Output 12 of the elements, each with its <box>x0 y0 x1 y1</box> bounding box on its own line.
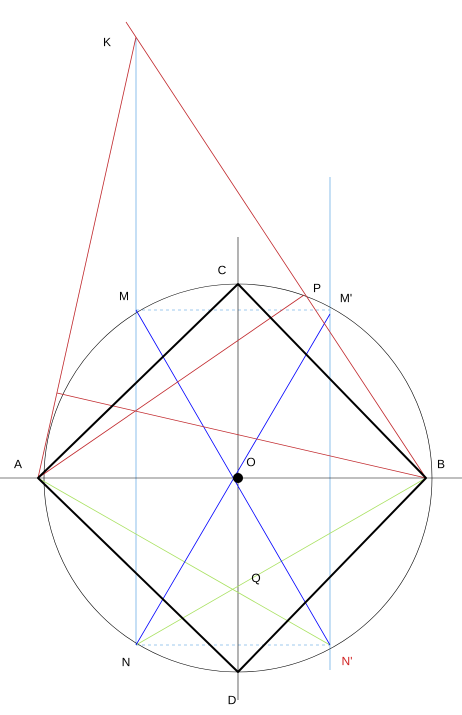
point-label: K <box>104 38 111 46</box>
point-label: B <box>438 460 444 468</box>
point-label: N <box>122 658 130 666</box>
point-label: C <box>218 266 226 274</box>
point-label: M <box>120 292 128 300</box>
point-label: D <box>228 696 236 704</box>
point-label: O <box>246 458 256 466</box>
point-label: A <box>14 460 22 468</box>
point-label: P <box>314 284 320 292</box>
point-label: Q <box>252 574 260 584</box>
point-label: N' <box>342 656 352 666</box>
point-label: M' <box>340 294 352 302</box>
